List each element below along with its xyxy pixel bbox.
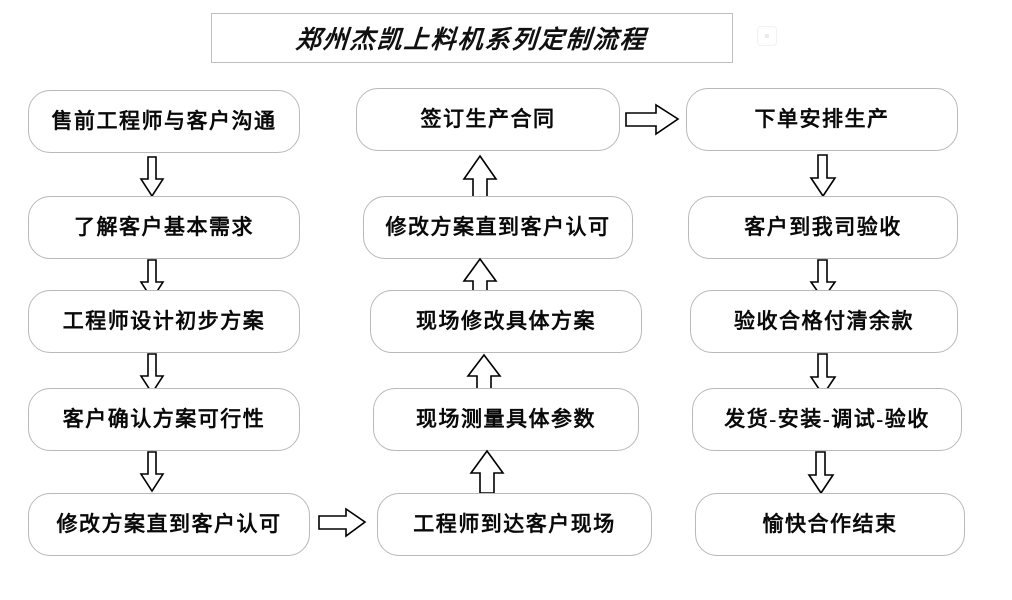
node-m5[interactable]: 工程师到达客户现场	[377, 493, 652, 556]
node-r3-label: 验收合格付清余款	[734, 309, 914, 333]
arrow-r3-r4	[809, 353, 837, 397]
node-l3[interactable]: 工程师设计初步方案	[28, 290, 300, 353]
arrow-l1-l2	[139, 156, 165, 198]
node-r4[interactable]: 发货-安装-调试-验收	[692, 388, 962, 451]
node-m1-label: 签订生产合同	[420, 107, 556, 131]
node-l4[interactable]: 客户确认方案可行性	[28, 388, 300, 451]
node-m2-label: 修改方案直到客户认可	[385, 215, 611, 239]
title-box: 郑州杰凯上料机系列定制流程	[211, 13, 733, 63]
arrow-l5-m5	[318, 507, 367, 538]
arrow-m2-m1	[462, 154, 499, 201]
node-l4-label: 客户确认方案可行性	[62, 407, 266, 431]
node-r3[interactable]: 验收合格付清余款	[690, 290, 958, 353]
node-l2-label: 了解客户基本需求	[74, 215, 254, 239]
arrow-m5-m4	[469, 449, 506, 494]
node-l5[interactable]: 修改方案直到客户认可	[28, 493, 310, 556]
arrow-l4-l5	[139, 451, 165, 493]
arrow-r1-r2	[809, 154, 837, 198]
node-m3-label: 现场修改具体方案	[416, 309, 596, 333]
node-l1-label: 售前工程师与客户沟通	[51, 109, 277, 133]
node-r5[interactable]: 愉快合作结束	[695, 493, 965, 556]
node-r2[interactable]: 客户到我司验收	[688, 196, 958, 259]
node-m5-label: 工程师到达客户现场	[413, 512, 616, 536]
watermark-artifact	[757, 26, 777, 46]
node-l5-label: 修改方案直到客户认可	[56, 512, 282, 536]
node-m4[interactable]: 现场测量具体参数	[373, 388, 639, 451]
node-l2[interactable]: 了解客户基本需求	[28, 196, 300, 259]
node-r4-label: 发货-安装-调试-验收	[724, 407, 930, 431]
arrow-l3-l4	[139, 353, 165, 395]
node-r2-label: 客户到我司验收	[744, 215, 902, 239]
arrow-r4-r5	[807, 451, 835, 495]
node-m1[interactable]: 签订生产合同	[356, 88, 620, 151]
node-m4-label: 现场测量具体参数	[416, 407, 596, 431]
node-l1[interactable]: 售前工程师与客户沟通	[28, 90, 300, 153]
node-r5-label: 愉快合作结束	[762, 512, 898, 536]
node-r1[interactable]: 下单安排生产	[686, 88, 958, 151]
node-m3[interactable]: 现场修改具体方案	[370, 290, 642, 353]
page-title: 郑州杰凯上料机系列定制流程	[295, 27, 649, 54]
node-l3-label: 工程师设计初步方案	[62, 309, 266, 333]
node-m2[interactable]: 修改方案直到客户认可	[363, 196, 633, 259]
node-r1-label: 下单安排生产	[754, 107, 890, 131]
arrow-m1-r1	[625, 103, 680, 136]
